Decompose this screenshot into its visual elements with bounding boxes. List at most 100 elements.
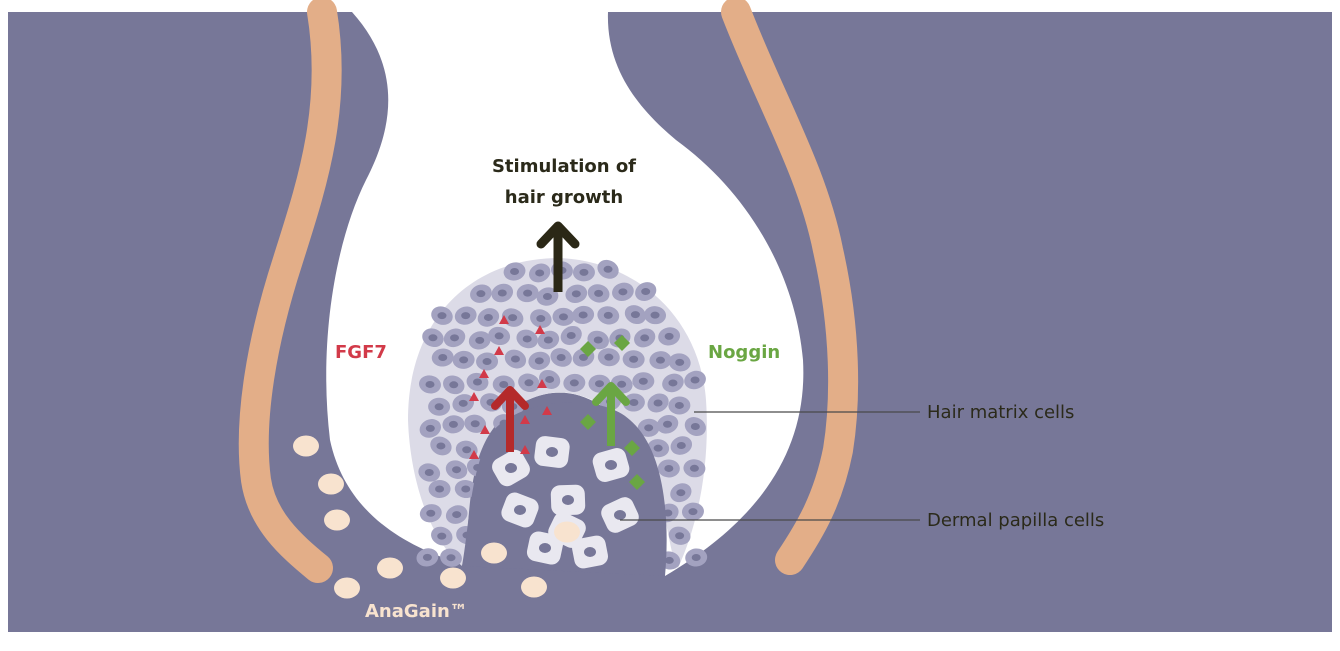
cell-nucleus [508, 314, 517, 321]
cell-nucleus [523, 290, 532, 297]
cell-nucleus [640, 334, 649, 341]
cell-nucleus [428, 334, 437, 341]
cell-nucleus [461, 486, 470, 493]
cell-nucleus [452, 466, 461, 473]
hair-matrix-cells-label: Hair matrix cells [927, 402, 1074, 423]
cell-nucleus [677, 442, 686, 449]
cell-nucleus [595, 380, 604, 387]
cell-nucleus [557, 354, 566, 361]
anagain-dot [334, 578, 360, 599]
cell-nucleus [639, 378, 648, 385]
cell-nucleus [675, 359, 684, 366]
anagain-dot [324, 510, 350, 531]
cell-nucleus [665, 333, 674, 340]
cell-nucleus [644, 424, 653, 431]
noggin-label: Noggin [708, 342, 780, 363]
cell-nucleus [618, 288, 627, 295]
anagain-dot [521, 577, 547, 598]
cell-nucleus [475, 337, 484, 344]
cell-nucleus [437, 533, 446, 540]
papilla-cell [550, 484, 585, 515]
cell-nucleus [437, 312, 446, 319]
cell-nucleus [495, 332, 504, 339]
cell-nucleus [567, 332, 576, 339]
anagain-dot [377, 558, 403, 579]
cell-nucleus [675, 402, 684, 409]
cell-nucleus [476, 290, 485, 297]
cell-nucleus [498, 289, 507, 296]
stimulation-label-line1: Stimulation of [492, 156, 636, 177]
stimulation-label-line2: hair growth [505, 187, 623, 208]
cell-nucleus [641, 288, 650, 295]
cell-nucleus [688, 508, 697, 515]
cell-nucleus [629, 356, 638, 363]
cell-nucleus [536, 315, 545, 322]
cell-nucleus [545, 376, 554, 383]
cell-nucleus [510, 268, 519, 275]
cell-nucleus [594, 336, 603, 343]
cell-nucleus [435, 486, 444, 493]
papilla-cell [533, 435, 570, 469]
fgf7-label: FGF7 [335, 342, 387, 363]
cell-nucleus [692, 554, 701, 561]
cell-nucleus [543, 293, 552, 300]
cell-nucleus [579, 311, 588, 318]
anagain-dot [440, 568, 466, 589]
cell-nucleus [690, 465, 699, 472]
cell-nucleus [438, 354, 447, 361]
cell-nucleus [425, 381, 434, 388]
cell-nucleus [676, 489, 685, 496]
cell-nucleus [483, 358, 492, 365]
cell-nucleus [604, 312, 613, 319]
dermal-papilla-cells-label: Dermal papilla cells [927, 510, 1104, 531]
anagain-dot [318, 474, 344, 495]
cell-nucleus [559, 313, 568, 320]
cell-nucleus [459, 400, 468, 407]
cell-nucleus [425, 469, 434, 476]
cell-nucleus [449, 421, 458, 428]
cell-nucleus [426, 510, 435, 517]
cell-nucleus [524, 379, 533, 386]
cell-nucleus [651, 312, 660, 319]
cell-nucleus [629, 399, 638, 406]
cell-nucleus [423, 554, 432, 561]
cell-nucleus [604, 354, 613, 361]
cell-nucleus [473, 378, 482, 385]
cell-nucleus [594, 290, 603, 297]
cell-nucleus [511, 356, 520, 363]
cell-nucleus [499, 381, 508, 388]
cell-nucleus [579, 269, 588, 276]
cell-nucleus [449, 381, 458, 388]
cell-nucleus [691, 377, 700, 384]
cell-nucleus [450, 334, 459, 341]
cell-nucleus [459, 356, 468, 363]
anagain-dot [481, 543, 507, 564]
cell-nucleus [572, 290, 581, 297]
cell-nucleus [462, 446, 471, 453]
cell-nucleus [535, 269, 544, 276]
cell-nucleus [523, 335, 532, 342]
cell-nucleus [435, 403, 444, 410]
cell-nucleus [426, 425, 435, 432]
cell-nucleus [535, 357, 544, 364]
cell-nucleus [675, 532, 684, 539]
anagain-dot [554, 522, 580, 543]
cell-nucleus [604, 266, 613, 273]
cell-nucleus [668, 379, 677, 386]
cell-nucleus [617, 381, 626, 388]
cell-nucleus [691, 423, 700, 430]
cell-nucleus [471, 420, 480, 427]
cell-nucleus [461, 312, 470, 319]
cell-nucleus [664, 465, 673, 472]
anagain-label: AnaGain™ [365, 601, 468, 622]
cell-nucleus [484, 314, 493, 321]
cell-nucleus [654, 399, 663, 406]
cell-nucleus [570, 379, 579, 386]
cell-nucleus [663, 421, 672, 428]
cell-nucleus [654, 445, 663, 452]
cell-nucleus [452, 511, 461, 518]
cell-nucleus [544, 336, 553, 343]
anagain-dot [293, 436, 319, 457]
